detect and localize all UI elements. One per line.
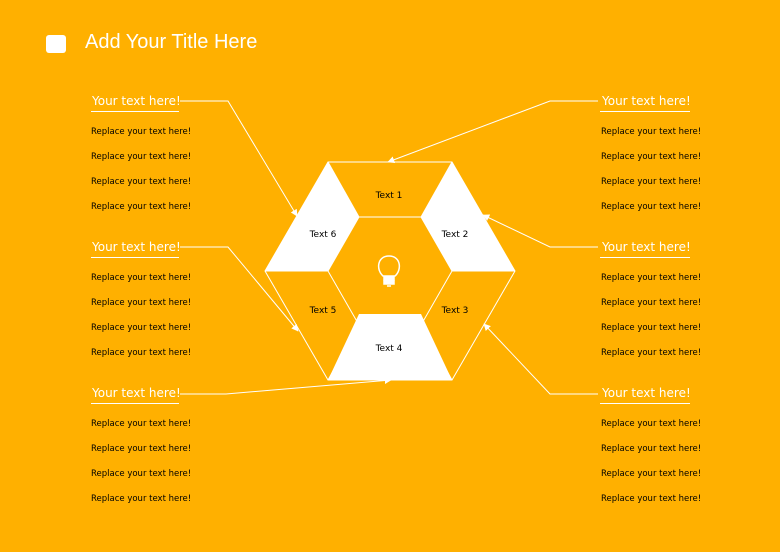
segment-2-fill	[421, 162, 515, 271]
segment-label-1: Text 1	[375, 191, 403, 201]
header-underline	[600, 257, 690, 258]
group-header: Your text here!	[602, 94, 691, 108]
header-underline	[91, 111, 179, 112]
group-header: Your text here!	[602, 386, 691, 400]
header-underline	[91, 257, 179, 258]
header-underline	[600, 111, 690, 112]
segment-label-3: Text 3	[441, 306, 469, 316]
group-header: Your text here!	[92, 386, 181, 400]
segment-label-2: Text 2	[441, 230, 469, 240]
connector-left-1	[180, 100, 298, 217]
list-item: Replace your text here!	[91, 469, 192, 479]
header-underline	[91, 403, 179, 404]
list-item: Replace your text here!	[601, 348, 702, 358]
list-item: Replace your text here!	[91, 152, 192, 162]
list-item: Replace your text here!	[601, 419, 702, 429]
list-item: Replace your text here!	[91, 177, 192, 187]
list-item: Replace your text here!	[91, 348, 192, 358]
list-item: Replace your text here!	[601, 177, 702, 187]
list-item: Replace your text here!	[91, 494, 192, 504]
list-item: Replace your text here!	[91, 298, 192, 308]
list-item: Replace your text here!	[601, 323, 702, 333]
list-item: Replace your text here!	[91, 419, 192, 429]
segment-4-fill	[328, 314, 452, 380]
list-item: Replace your text here!	[91, 273, 192, 283]
segment-label-5: Text 5	[309, 306, 337, 316]
group-header: Your text here!	[602, 240, 691, 254]
connector-left-3	[180, 377, 392, 395]
segment-label-4: Text 4	[375, 344, 403, 354]
segment-6-fill	[265, 162, 359, 271]
lightbulb-icon	[377, 255, 401, 287]
group-header: Your text here!	[92, 94, 181, 108]
list-item: Replace your text here!	[91, 444, 192, 454]
segment-label-6: Text 6	[309, 230, 337, 240]
list-item: Replace your text here!	[601, 469, 702, 479]
list-item: Replace your text here!	[601, 494, 702, 504]
connector-right-2	[482, 214, 598, 248]
list-item: Replace your text here!	[91, 323, 192, 333]
header-underline	[600, 403, 690, 404]
page-title: Add Your Title Here	[85, 31, 258, 53]
group-header: Your text here!	[92, 240, 181, 254]
list-item: Replace your text here!	[601, 202, 702, 212]
list-item: Replace your text here!	[601, 273, 702, 283]
title-icon	[46, 35, 66, 53]
list-item: Replace your text here!	[91, 202, 192, 212]
list-item: Replace your text here!	[91, 127, 192, 137]
connector-left-2	[180, 246, 299, 332]
list-item: Replace your text here!	[601, 444, 702, 454]
list-item: Replace your text here!	[601, 152, 702, 162]
list-item: Replace your text here!	[601, 298, 702, 308]
list-item: Replace your text here!	[601, 127, 702, 137]
connector-right-1	[387, 100, 598, 164]
connector-right-3	[483, 323, 598, 395]
